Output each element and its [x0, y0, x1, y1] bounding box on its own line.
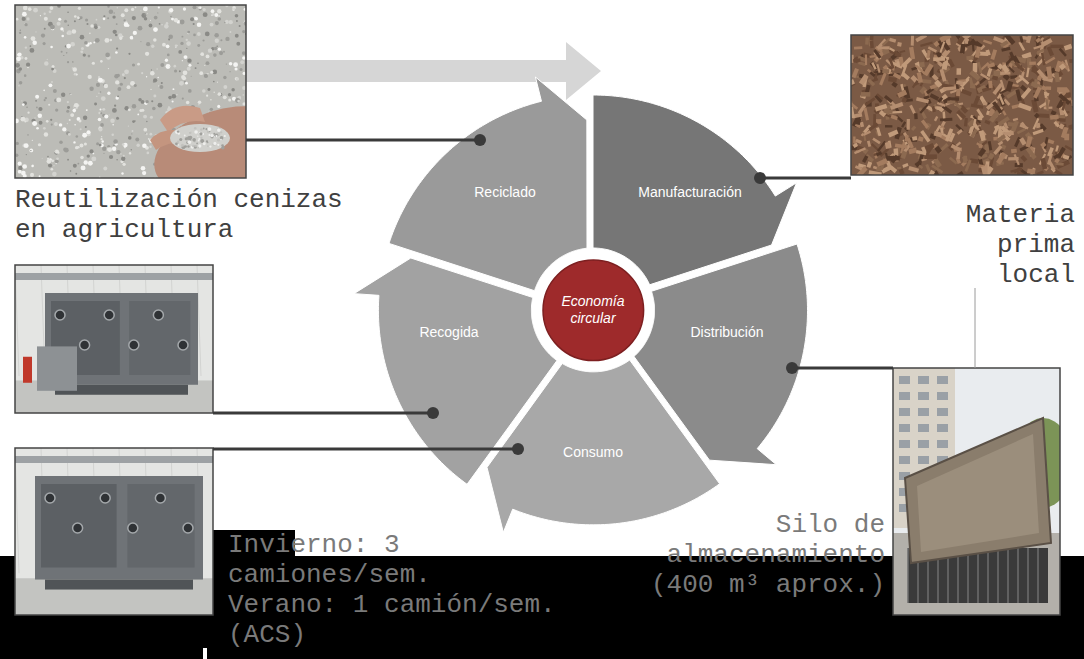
leader-dot: [427, 407, 439, 419]
leader-line: [213, 412, 433, 415]
divider-line: [975, 288, 976, 368]
leader-line: [792, 367, 893, 370]
stage-label: Manufacturación: [638, 184, 742, 201]
photo: [15, 265, 213, 413]
hub-label: Economía circular: [551, 293, 635, 327]
photo: [893, 368, 1060, 615]
photo: [851, 35, 1073, 175]
stage-label: Consumo: [563, 443, 623, 460]
photo-frame: [893, 368, 1060, 615]
stage-arrow-shape: [389, 77, 587, 291]
stage-arrow-shape: [487, 360, 720, 532]
stage-label: Distribución: [690, 323, 763, 340]
callout-text: Invierno: 3 camiones/sem.: [228, 530, 528, 590]
photo-frame: [851, 35, 1073, 175]
cycle-stage-arrow: Consumo: [485, 358, 722, 534]
leader-line: [213, 448, 518, 451]
callout-text: Verano: 1 camión/sem. (ACS): [228, 590, 588, 650]
photo: [15, 5, 246, 178]
photo-frame: [15, 448, 213, 615]
stage-label: Reciclado: [474, 183, 535, 200]
photo: [15, 448, 213, 615]
leader-dot: [474, 134, 486, 146]
tick-mark: [203, 648, 207, 659]
leader-dot: [512, 443, 524, 455]
leader-line: [246, 139, 480, 142]
leader-dot: [754, 172, 766, 184]
leader-dot: [786, 362, 798, 374]
callout-text: Reutilización cenizas en agricultura: [15, 185, 375, 245]
hub-circle: Economía circular: [542, 259, 645, 362]
photo-frame: [15, 265, 213, 413]
hub-disc: [543, 260, 644, 361]
stage-label: Recogida: [419, 323, 478, 340]
callout-text: Silo de almacenamiento (400 m³ aprox.): [630, 510, 885, 600]
leader-line: [760, 177, 851, 180]
callout-text: Materia prima local: [940, 200, 1075, 290]
photo-frame: [15, 5, 246, 178]
